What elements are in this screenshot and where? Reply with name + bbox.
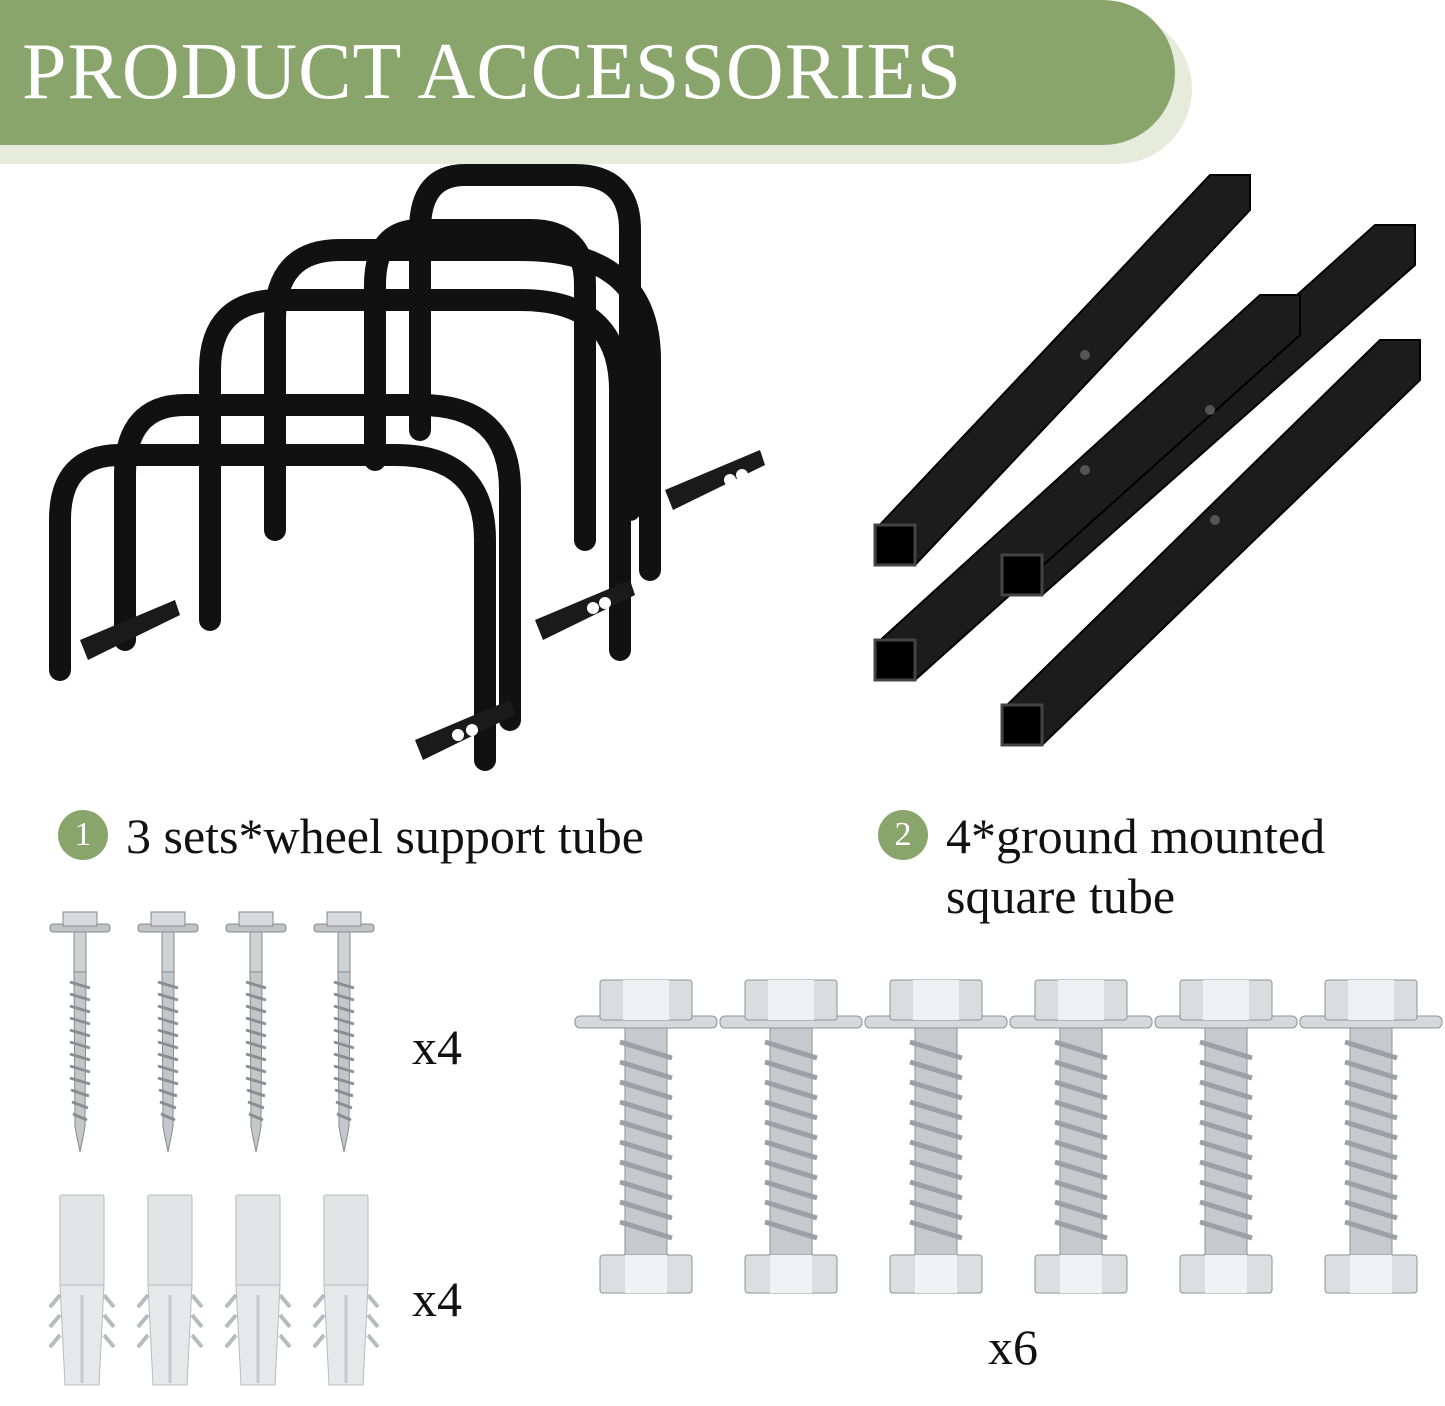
hex-bolt-icon [575, 980, 1445, 1300]
wall-anchor-icon [48, 1193, 380, 1387]
anchors-quantity: x4 [412, 1271, 462, 1327]
item-2-label: 2 4*ground mounted square tube [878, 806, 1325, 926]
item-label: 3 sets*wheel support tube [126, 808, 644, 864]
screws-quantity: x4 [412, 1019, 462, 1075]
wood-screw-icon [48, 910, 376, 1154]
item-number-badge: 1 [58, 810, 108, 860]
item-label-line-1: 4*ground mounted [946, 808, 1326, 864]
item-number-badge: 2 [878, 810, 928, 860]
wheel-support-tube-icon [49, 164, 765, 771]
title-banner: PRODUCT ACCESSORIES [0, 0, 1175, 145]
item-label-line-2: square tube [946, 868, 1176, 924]
item-1-label: 1 3 sets*wheel support tube [58, 806, 644, 866]
bolts-quantity: x6 [988, 1319, 1038, 1375]
item-label: 4*ground mounted square tube [946, 806, 1325, 926]
square-tube-icon [873, 174, 1421, 747]
page-title: PRODUCT ACCESSORIES [22, 28, 963, 116]
